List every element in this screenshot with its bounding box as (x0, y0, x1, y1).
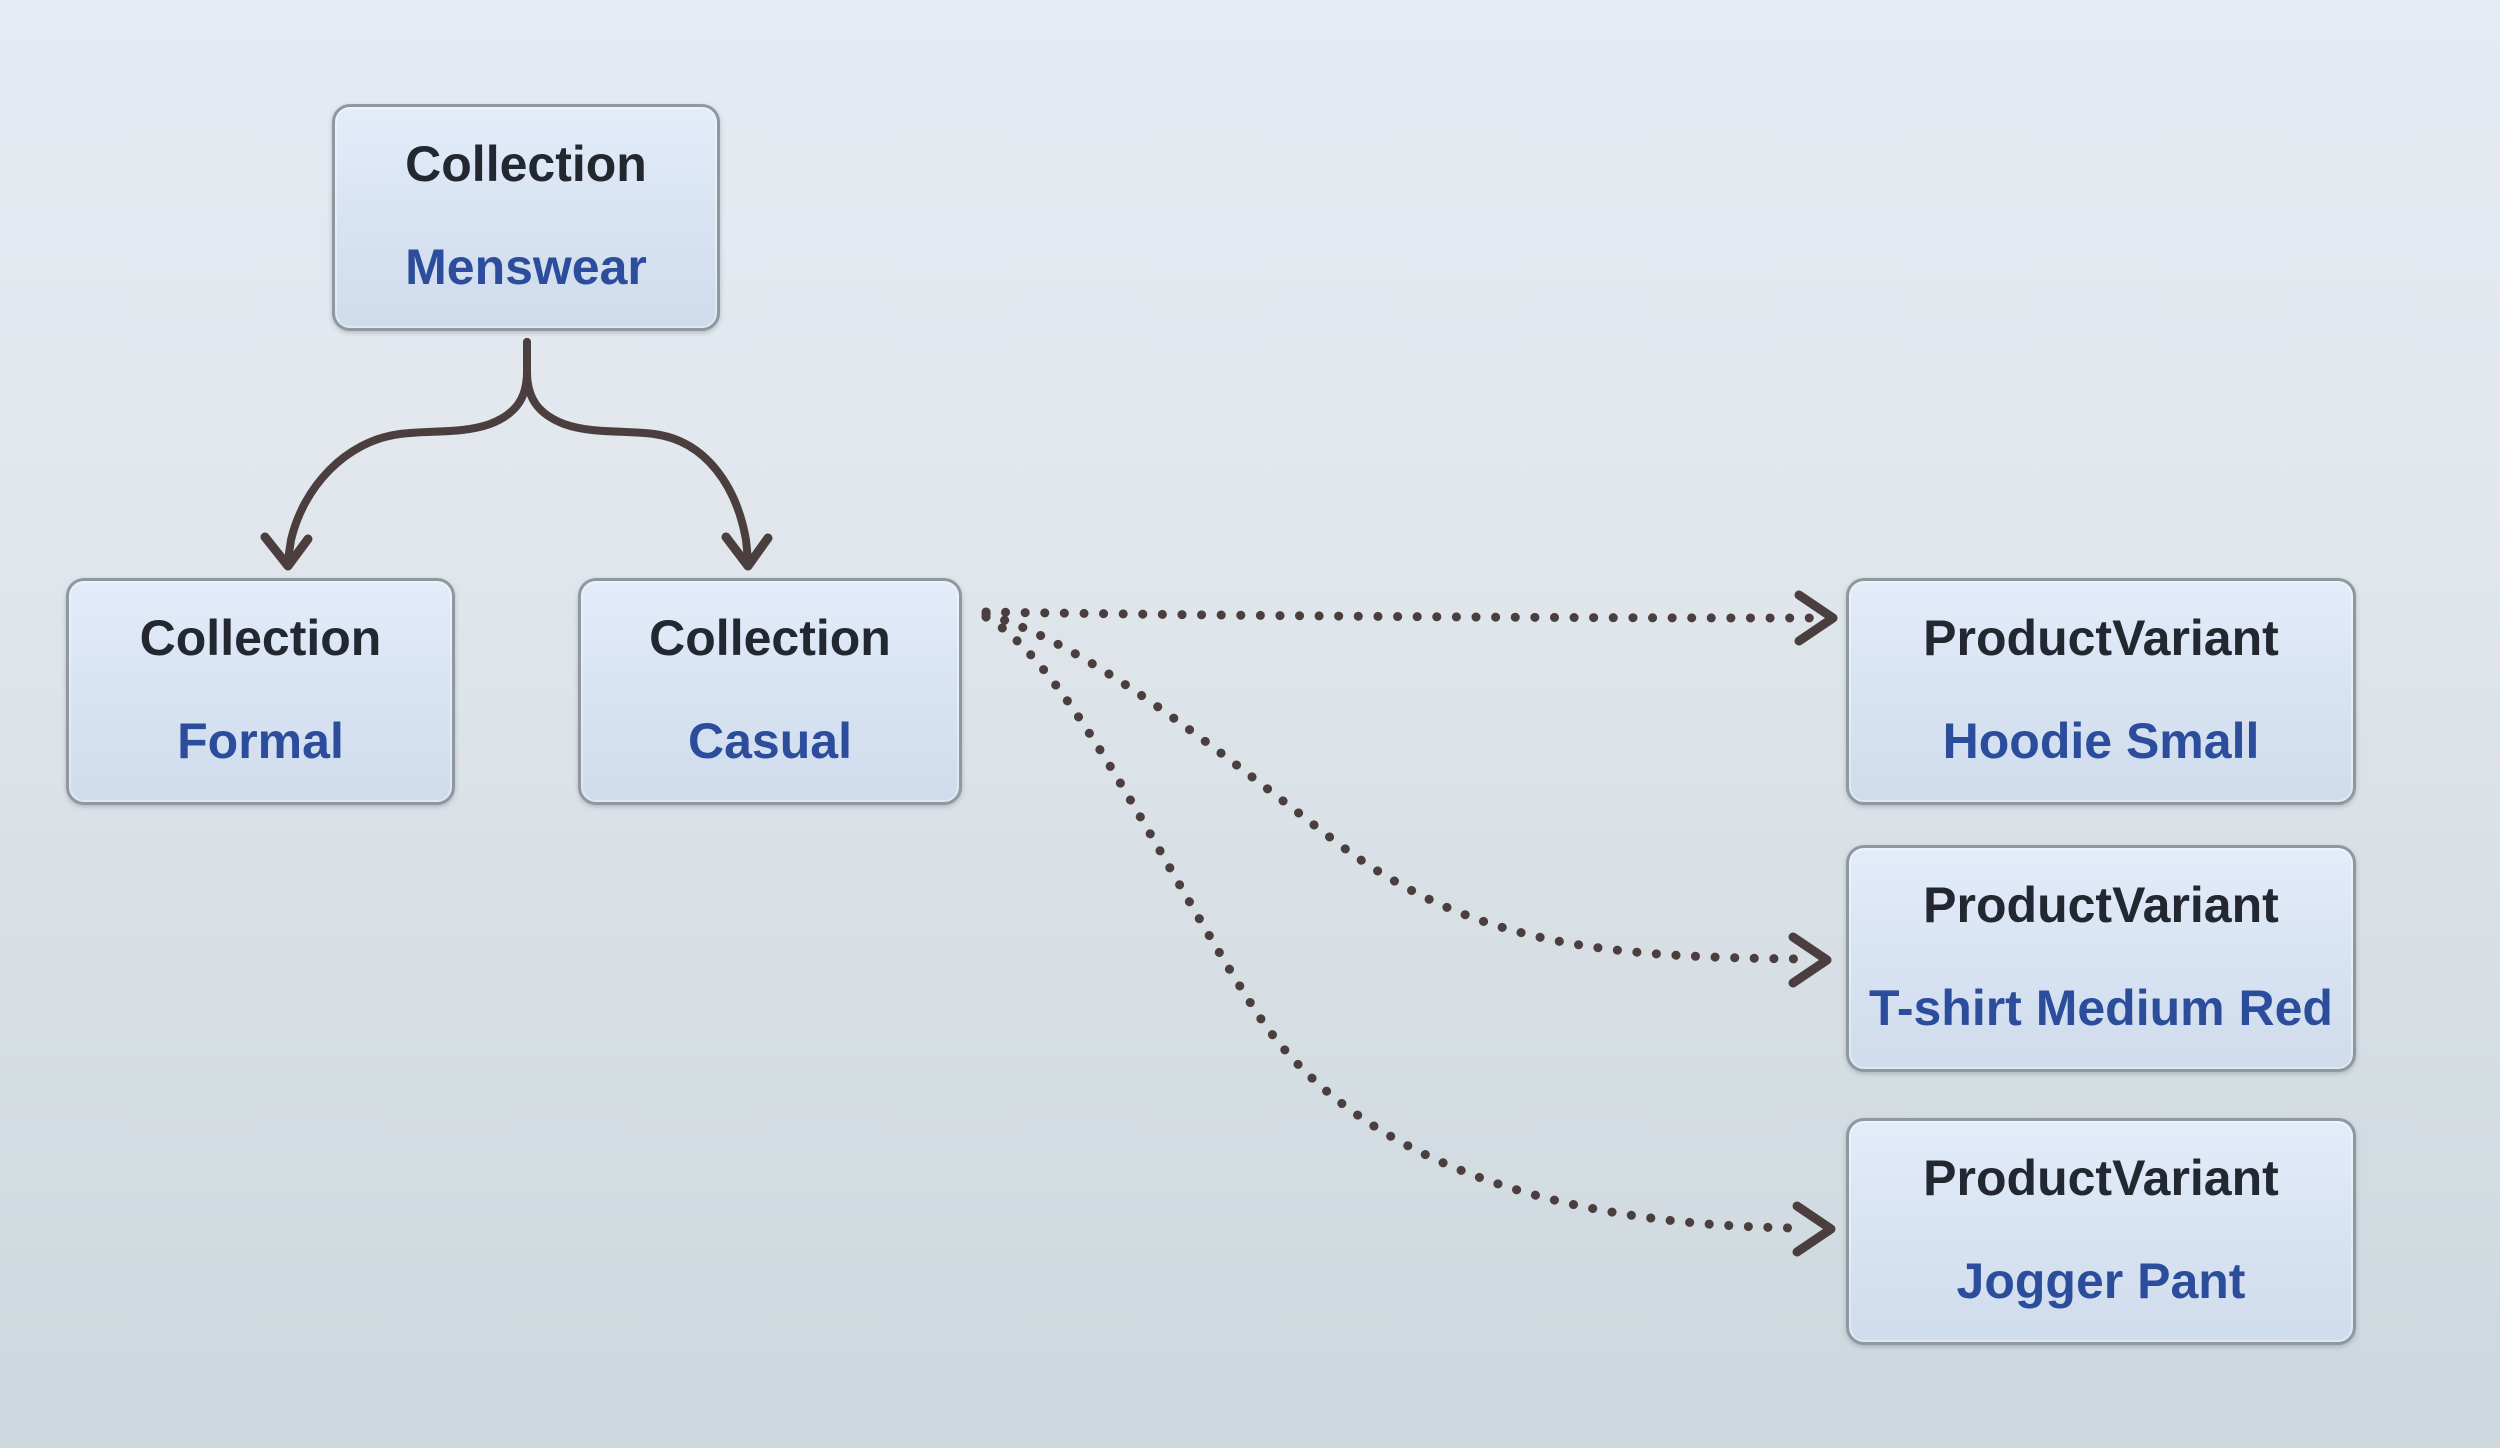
node-label: Menswear (405, 239, 647, 295)
arrowhead-down-casual-icon (721, 532, 773, 571)
node-productvariant-jogger-pant: ProductVariant Jogger Pant (1846, 1118, 2356, 1345)
node-productvariant-tshirt-medium-red: ProductVariant T-shirt Medium Red (1846, 845, 2356, 1072)
edge-menswear-casual (523, 338, 752, 564)
node-collection-casual: Collection Casual (578, 578, 962, 805)
node-productvariant-hoodie-small: ProductVariant Hoodie Small (1846, 578, 2356, 805)
arrowhead-right-jogger-icon (1792, 1201, 1836, 1257)
node-type: Collection (139, 610, 382, 666)
node-type: ProductVariant (1923, 877, 2279, 933)
node-label: Casual (688, 713, 852, 769)
arrowhead-right-tshirt-icon (1788, 932, 1832, 988)
arrowhead-down-formal-icon (260, 532, 313, 571)
node-label: Hoodie Small (1942, 713, 2260, 769)
edge-casual-hoodie (981, 607, 1817, 623)
node-type: ProductVariant (1923, 1150, 2279, 1206)
node-collection-menswear: Collection Menswear (332, 104, 720, 331)
arrowhead-right-hoodie-icon (1794, 590, 1838, 646)
node-collection-formal: Collection Formal (66, 578, 455, 805)
node-type: Collection (405, 136, 647, 192)
node-type: Collection (649, 610, 891, 666)
node-label: Formal (177, 713, 344, 769)
edge-casual-tshirt (981, 609, 1811, 964)
node-label: Jogger Pant (1956, 1253, 2246, 1309)
edge-casual-jogger (981, 612, 1807, 1233)
node-label: T-shirt Medium Red (1869, 980, 2333, 1036)
node-type: ProductVariant (1923, 610, 2279, 666)
edge-menswear-formal (284, 338, 531, 564)
